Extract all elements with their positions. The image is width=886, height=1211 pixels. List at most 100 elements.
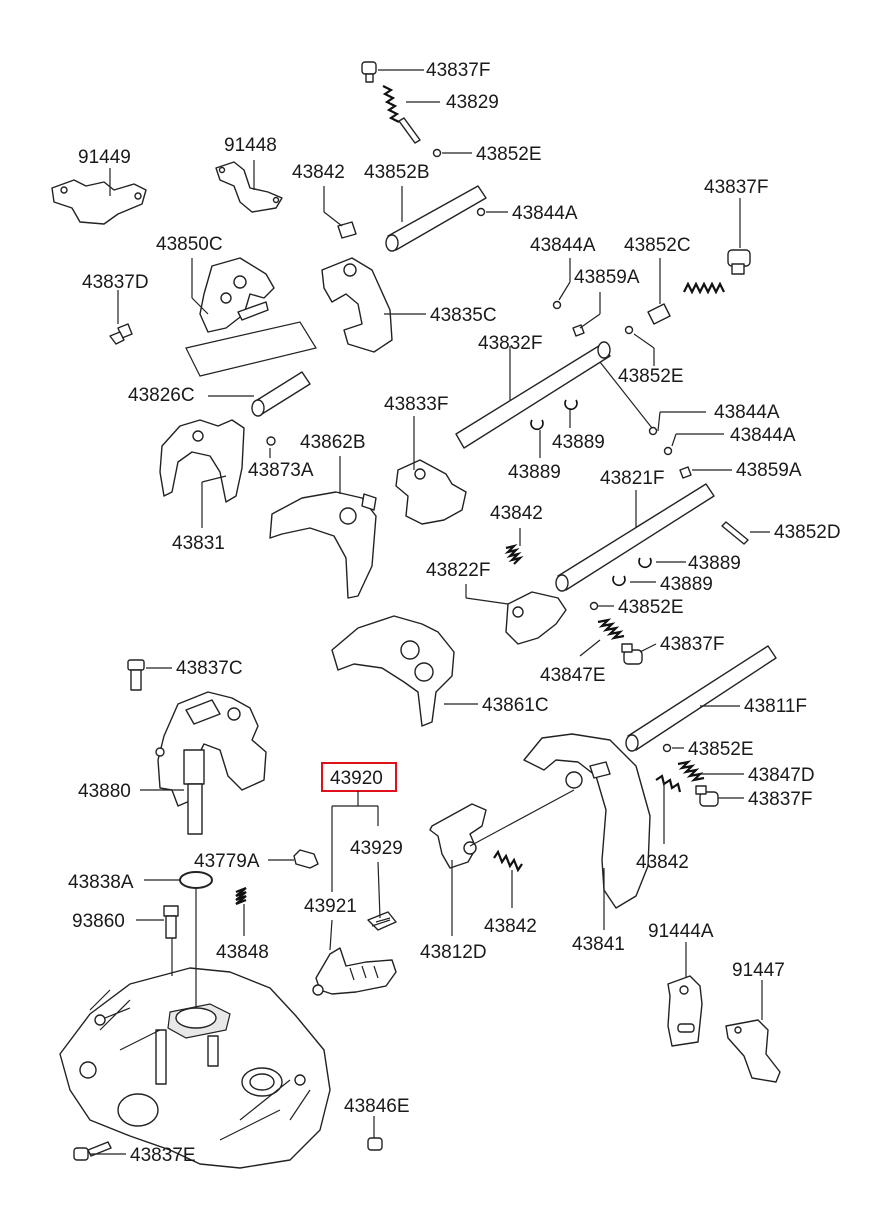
label-43837f-low[interactable]: 43837F: [748, 789, 812, 810]
label-43837f-top[interactable]: 43837F: [426, 60, 490, 81]
label-91448[interactable]: 91448: [224, 135, 277, 156]
lug-43822f[interactable]: [505, 591, 567, 645]
pin-43829-detent[interactable]: [398, 117, 421, 144]
label-43852d[interactable]: 43852D: [774, 522, 841, 543]
label-43847d[interactable]: 43847D: [748, 765, 815, 786]
label-43841[interactable]: 43841: [572, 934, 625, 955]
shift-fork-43862b[interactable]: [269, 491, 377, 599]
label-43831[interactable]: 43831: [172, 533, 225, 554]
label-43889-3[interactable]: 43889: [688, 553, 741, 574]
shift-lever-43812d[interactable]: [429, 803, 487, 869]
bolt-43837f-low[interactable]: [695, 785, 719, 807]
bracket-43921[interactable]: [312, 947, 397, 996]
label-43842-low[interactable]: 43842: [636, 852, 689, 873]
label-43846e[interactable]: 43846E: [344, 1096, 410, 1117]
o-ring-43838a[interactable]: [179, 871, 213, 889]
label-43847e[interactable]: 43847E: [540, 665, 606, 686]
label-43844a-1[interactable]: 43844A: [512, 203, 578, 224]
spring-43829[interactable]: [382, 85, 400, 123]
shaft-43821f[interactable]: [555, 483, 715, 592]
shift-lever-assembly-43880[interactable]: [155, 691, 267, 835]
label-43859a-1[interactable]: 43859A: [574, 267, 640, 288]
shaft-43811f[interactable]: [625, 645, 777, 752]
label-43829[interactable]: 43829: [446, 92, 499, 113]
label-43812d[interactable]: 43812D: [420, 942, 487, 963]
label-43921[interactable]: 43921: [304, 896, 357, 917]
lug-43833f[interactable]: [395, 459, 467, 525]
ball-43844a-1[interactable]: [476, 207, 486, 217]
label-43837e[interactable]: 43837E: [130, 1145, 196, 1166]
label-43852e-top[interactable]: 43852E: [476, 144, 542, 165]
bushing-43873a[interactable]: [266, 436, 276, 446]
shift-fork-43831[interactable]: [159, 419, 245, 503]
clip-43889-4[interactable]: [612, 575, 626, 587]
shaft-43852b[interactable]: [385, 185, 487, 252]
clip-43929[interactable]: [367, 911, 397, 931]
spring-43852c[interactable]: [683, 281, 725, 295]
label-91447[interactable]: 91447: [732, 960, 785, 981]
shift-fork-43861c[interactable]: [331, 615, 455, 727]
label-91444a[interactable]: 91444A: [648, 921, 714, 942]
label-43822f[interactable]: 43822F: [426, 560, 490, 581]
label-43850c[interactable]: 43850C: [156, 234, 223, 255]
clip-43889-1[interactable]: [564, 399, 578, 411]
label-43821f[interactable]: 43821F: [600, 468, 664, 489]
label-43844a-2[interactable]: 43844A: [530, 235, 596, 256]
label-43862b[interactable]: 43862B: [300, 432, 366, 453]
label-43826c[interactable]: 43826C: [128, 385, 195, 406]
clip-43889-2[interactable]: [530, 419, 544, 431]
ball-43844a-2[interactable]: [552, 300, 562, 310]
nut-43846e[interactable]: [367, 1137, 383, 1151]
pin-43859a-2[interactable]: [679, 466, 692, 479]
lever-43850c[interactable]: [199, 257, 275, 333]
label-43842-mid[interactable]: 43842: [490, 503, 543, 524]
spring-43842-low[interactable]: [655, 774, 682, 793]
label-43833f[interactable]: 43833F: [384, 394, 448, 415]
label-93860[interactable]: 93860: [72, 911, 125, 932]
label-43873a[interactable]: 43873A: [248, 460, 314, 481]
plug-43779a[interactable]: [293, 849, 319, 869]
label-43880[interactable]: 43880: [78, 781, 131, 802]
label-43837d[interactable]: 43837D: [82, 272, 149, 293]
shaft-43832f[interactable]: [455, 341, 611, 449]
label-43844a-4[interactable]: 43844A: [730, 425, 796, 446]
highlight-box-43920[interactable]: [321, 762, 397, 792]
label-43861c[interactable]: 43861C: [482, 695, 549, 716]
label-43842-top[interactable]: 43842: [292, 162, 345, 183]
label-43852e-right[interactable]: 43852E: [618, 366, 684, 387]
transmission-case[interactable]: [59, 967, 331, 1169]
label-43832f[interactable]: 43832F: [478, 333, 542, 354]
ball-43852e-top[interactable]: [432, 148, 442, 158]
label-43811f[interactable]: 43811F: [744, 696, 807, 717]
ball-43852e-mid[interactable]: [589, 601, 599, 611]
label-43852c[interactable]: 43852C: [624, 235, 691, 256]
label-43837c[interactable]: 43837C: [176, 658, 243, 679]
label-43837f-right[interactable]: 43837F: [704, 177, 768, 198]
spring-43847e[interactable]: [597, 618, 625, 640]
label-43779a[interactable]: 43779A: [194, 851, 260, 872]
ball-43844a-3[interactable]: [648, 426, 658, 436]
label-43842-bot[interactable]: 43842: [484, 916, 537, 937]
shift-fork-43835c[interactable]: [321, 257, 393, 353]
clip-43889-3[interactable]: [638, 557, 652, 569]
label-43848[interactable]: 43848: [216, 942, 269, 963]
label-43835c[interactable]: 43835C: [430, 305, 497, 326]
shift-fork-43841[interactable]: [523, 733, 651, 909]
roll-pin-43842-top[interactable]: [337, 221, 357, 239]
spring-43847d[interactable]: [677, 760, 705, 782]
label-43889-1[interactable]: 43889: [552, 432, 605, 453]
bracket-91448[interactable]: [215, 161, 283, 213]
plate-91444a[interactable]: [667, 975, 703, 1047]
ball-43852e-low[interactable]: [662, 743, 672, 753]
ball-43852e-right[interactable]: [624, 325, 634, 335]
bolt-43837c[interactable]: [127, 659, 145, 691]
label-43837f-mid[interactable]: 43837F: [660, 634, 724, 655]
label-43859a-2[interactable]: 43859A: [736, 460, 802, 481]
ball-43844a-4[interactable]: [663, 446, 673, 456]
label-43852b[interactable]: 43852B: [364, 162, 430, 183]
pin-43852c[interactable]: [647, 303, 671, 325]
spring-43842-mid[interactable]: [504, 543, 524, 565]
spring-43848[interactable]: [235, 886, 247, 906]
label-43889-2[interactable]: 43889: [508, 462, 561, 483]
label-43889-4[interactable]: 43889: [660, 574, 713, 595]
